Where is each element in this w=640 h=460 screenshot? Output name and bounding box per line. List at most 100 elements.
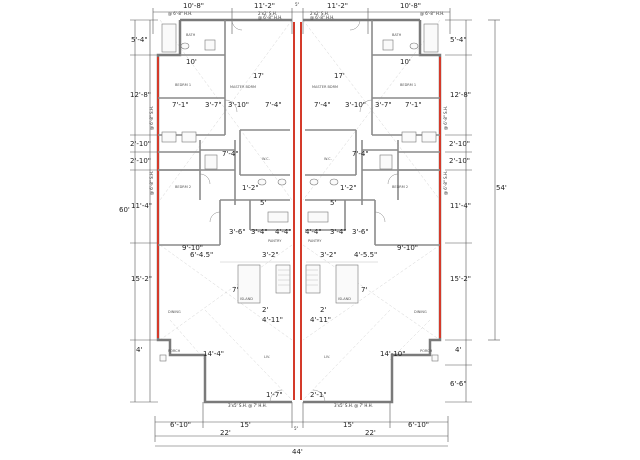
bottom-dim-2-left: 15' <box>240 421 251 429</box>
pantry-dim-left: 6'-4.5" <box>190 251 213 259</box>
top-dim-labels: 10'-8" 11'-2" 11'-2" 10'-8" 5" 2'x2' S.H… <box>168 2 444 20</box>
toilet-right-2 <box>309 178 319 186</box>
range-left <box>275 264 291 294</box>
room-living-right: LIV. <box>324 355 330 359</box>
right-dim-6: 15'-2" <box>450 275 471 283</box>
win-note-tr1: 2'x2' S.H. <box>310 11 329 16</box>
bottom-dim-1-right: 6'-10" <box>408 421 429 429</box>
room-bath-left: BATH <box>186 33 196 37</box>
right-dim-1: 5'-4" <box>450 36 467 44</box>
shower-left <box>204 154 218 170</box>
vanity-right-a <box>401 131 417 143</box>
room-porch-right: PORCH <box>420 349 433 353</box>
range-right <box>305 264 321 294</box>
right-dim-7: 4' <box>455 346 461 354</box>
bed-dim-d-right: 7'-4" <box>314 101 331 109</box>
kitchen-dim-right: 3'-2" <box>320 251 337 259</box>
bottom-center-dim: 5" <box>294 426 299 431</box>
top-dim-center: 5" <box>295 2 300 7</box>
exterior-walls <box>156 18 442 404</box>
bed-dim-a-left: 7'-1" <box>172 101 189 109</box>
ca-dim-1-right: 4'-4" <box>305 228 322 236</box>
interior-walls <box>158 20 440 246</box>
room-bath-right: BATH <box>392 33 402 37</box>
rot-label-right-b: @ 6'-8" S.H. <box>443 171 448 195</box>
dim-five-right: 5' <box>330 199 336 207</box>
toilet-right <box>409 42 419 50</box>
vanity-right-b <box>421 131 437 143</box>
mbr-dim-right: 17' <box>334 72 345 80</box>
rot-label-left-a: @ 6'-8" S.H. <box>149 106 154 130</box>
toilet-left-3 <box>277 178 287 186</box>
bottom-window-left: 3'x5' S.H. @ 7' H.H. <box>228 403 267 408</box>
top-dim-right-inner: 11'-2" <box>327 2 348 10</box>
room-labels: BATH BATH BEDRM 1 BEDRM 1 MASTER BDRM MA… <box>168 33 433 359</box>
win-note-tr2: @ 6'-8" H.H. <box>310 15 334 20</box>
bottom-dim-1-left: 6'-10" <box>170 421 191 429</box>
left-dim-5: 11'-4" <box>131 202 152 210</box>
win-note-tl2: @ 6'-8" H.H. <box>258 15 282 20</box>
room-dining-left: DINING <box>168 310 181 314</box>
laundry-left <box>267 211 289 223</box>
toilet-left-2 <box>257 178 267 186</box>
bottom-window-labels: 3'x5' S.H. @ 7' H.H. 3'x5' S.H. @ 7' H.H… <box>228 403 373 408</box>
living-dim-right: 14'-10" <box>380 350 405 358</box>
hall-dim-2-right: 1'-2" <box>340 184 357 192</box>
overall-width: 44' <box>292 448 303 456</box>
left-dim-2: 12'-8" <box>130 91 151 99</box>
pantry-dim-right: 4'-5.5" <box>354 251 377 259</box>
seven-dim-right: 7' <box>361 286 367 294</box>
sink-right <box>382 39 394 51</box>
room-wc-right: W.C. <box>324 157 332 161</box>
bottom-sub-left: 22' <box>220 429 231 437</box>
top-dim-left-inner: 11'-2" <box>254 2 275 10</box>
post-left <box>159 354 167 362</box>
two-dim-left: 2' <box>262 306 268 314</box>
bed-dim-d-left: 7'-4" <box>265 101 282 109</box>
room-mbr-left: MASTER BDRM <box>230 85 256 89</box>
m11-dim-left: 4'-11" <box>262 316 283 324</box>
island-left-box <box>237 264 261 304</box>
seven-dim-left: 7' <box>232 286 238 294</box>
room-bed2-left: BEDRM 2 <box>175 185 191 189</box>
right-dim-overall: 54' <box>496 184 507 192</box>
bottom-sub-right: 22' <box>365 429 376 437</box>
bathtub-right <box>423 23 439 53</box>
left-dim-1: 5'-4" <box>131 36 148 44</box>
right-dim-5: 11'-4" <box>450 202 471 210</box>
vanity-left-b <box>181 131 197 143</box>
room-pantry-left: PANTRY <box>268 239 282 243</box>
bed-dim-a-right: 7'-1" <box>405 101 422 109</box>
fixtures <box>159 23 439 362</box>
room-wc-left: W.C. <box>262 157 270 161</box>
ca-dim-2-left: 3'-4" <box>251 228 268 236</box>
stair-hatch <box>220 261 378 286</box>
left-dim-7: 4' <box>136 346 142 354</box>
hall-dim-1-left: 7'-4" <box>222 150 239 158</box>
vanity-left-a <box>161 131 177 143</box>
dim-five-left: 5' <box>260 199 266 207</box>
right-dim-2: 12'-8" <box>450 91 471 99</box>
bottom-window-right: 3'x5' S.H. @ 7' H.H. <box>334 403 373 408</box>
living-dim-left: 14'-4" <box>203 350 224 358</box>
rot-label-right-a: @ 6'-8" S.H. <box>443 106 448 130</box>
m11-dim-right: 4'-11" <box>310 316 331 324</box>
hall-dim-1-right: 7'-4" <box>352 150 369 158</box>
win-note-tl1: 2'x2' S.H. <box>258 11 277 16</box>
room-mbr-right: MASTER BDRM <box>312 85 338 89</box>
bath-width-right: 10' <box>400 58 411 66</box>
bathtub-left <box>161 23 177 53</box>
bed2-dim-left: 9'-10" <box>182 244 203 252</box>
room-bed1-left: BEDRM 1 <box>175 83 191 87</box>
left-dim-3: 2'-10" <box>130 140 151 148</box>
bath-width-left: 10' <box>186 58 197 66</box>
win-note-cl: @ 6'-8" H.H. <box>168 11 192 16</box>
room-island-right: ISLAND <box>338 297 351 301</box>
room-bed2-right: BEDRM 2 <box>392 185 408 189</box>
post-right <box>431 354 439 362</box>
dimension-lines <box>130 8 500 447</box>
interior-dim-labels: 10' 10' 7'-1" 3'-7" 3'-10" 7'-4" 7'-4" 3… <box>170 58 429 456</box>
ca-dim-2-right: 3'-4" <box>330 228 347 236</box>
room-porch-left: PORCH <box>168 349 181 353</box>
